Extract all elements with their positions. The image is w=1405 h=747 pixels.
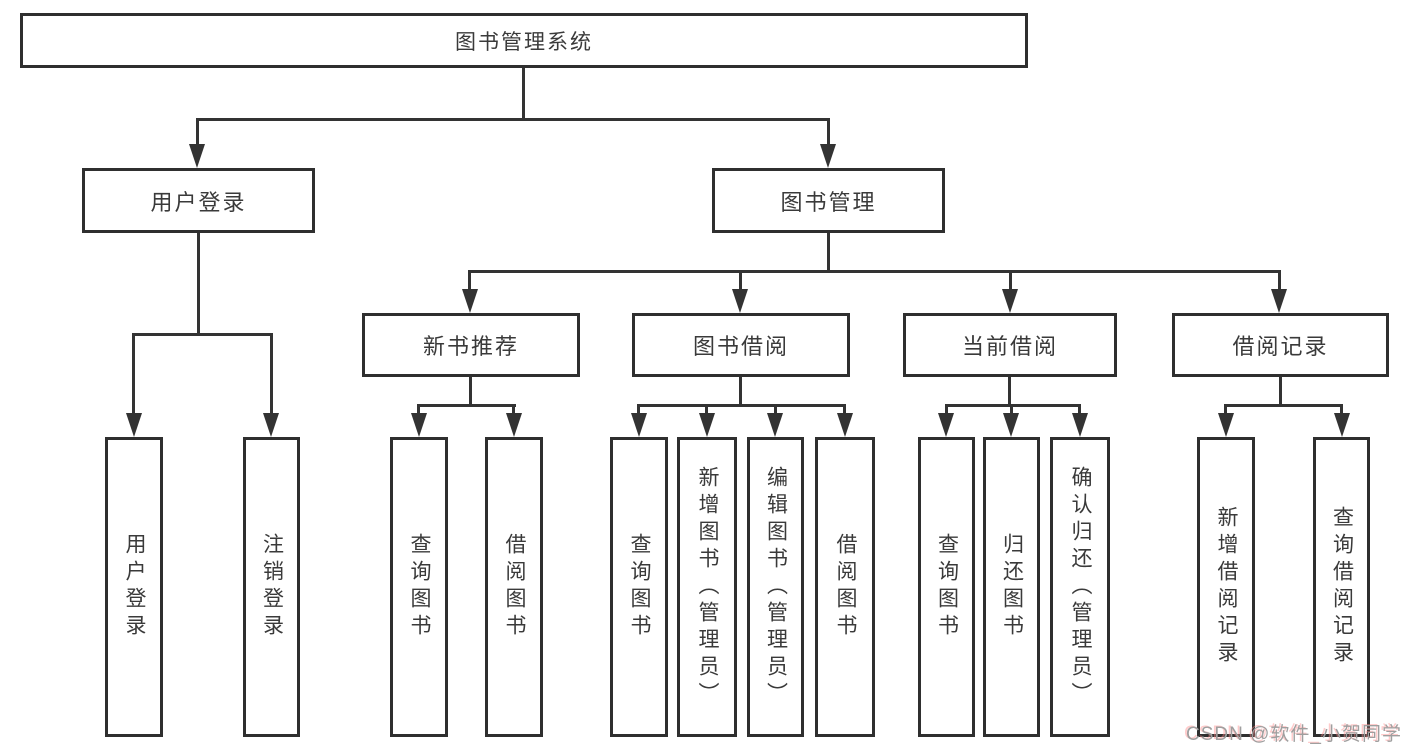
edge-line-horizontal [196, 118, 830, 121]
edge-line-vertical [1279, 377, 1282, 407]
edge-line-vertical [512, 404, 515, 416]
node-label: 当前借阅 [961, 334, 1058, 359]
leaf-add-borrow-record: 新增借阅记录 [1197, 437, 1255, 737]
edge-line-horizontal [945, 404, 1081, 407]
edge-line-vertical [827, 118, 830, 149]
node-book-borrowing: 图书借阅 [632, 313, 850, 377]
edge-line-vertical [417, 404, 420, 416]
edge-line-vertical [197, 233, 200, 336]
edge-line-vertical [1010, 404, 1013, 416]
node-current-borrowing: 当前借阅 [903, 313, 1117, 377]
edge-line-vertical [827, 233, 830, 273]
edge-line-horizontal [468, 270, 1281, 273]
edge-line-vertical [1008, 377, 1011, 407]
leaf-edit-book-admin: 编辑图书（管理员） [747, 437, 804, 737]
node-label: 归还图书 [1000, 533, 1024, 641]
edge-line-vertical [1224, 404, 1227, 416]
node-label: 图书管理系统 [455, 30, 593, 54]
node-label: 查询借阅记录 [1330, 506, 1354, 668]
arrowhead-down-icon [126, 413, 142, 437]
node-label: 查询图书 [628, 533, 652, 641]
arrowhead-down-icon [767, 413, 783, 437]
arrowhead-down-icon [837, 413, 853, 437]
edge-line-vertical [739, 270, 742, 292]
edge-line-vertical [1078, 404, 1081, 416]
leaf-query-book-current: 查询图书 [918, 437, 975, 737]
edge-line-vertical [132, 333, 135, 417]
node-library-management-system: 图书管理系统 [20, 13, 1028, 68]
leaf-return-book: 归还图书 [983, 437, 1040, 737]
edge-line-horizontal [132, 333, 273, 336]
edge-line-vertical [774, 404, 777, 416]
edge-line-vertical [705, 404, 708, 416]
node-book-management: 图书管理 [712, 168, 945, 233]
edge-line-vertical [270, 333, 273, 417]
arrowhead-down-icon [411, 413, 427, 437]
edge-line-vertical [196, 118, 199, 149]
leaf-user-login: 用户登录 [105, 437, 163, 737]
leaf-confirm-return-admin: 确认归还（管理员） [1050, 437, 1110, 737]
node-label: 用户登录 [150, 189, 247, 215]
edge-line-vertical [637, 404, 640, 416]
arrowhead-down-icon [1003, 413, 1019, 437]
edge-line-vertical [739, 377, 742, 407]
node-label: 查询图书 [408, 533, 432, 641]
edge-line-vertical [1278, 270, 1281, 292]
arrowhead-down-icon [820, 144, 836, 168]
node-label: 查询图书 [935, 533, 959, 641]
node-new-book-recommend: 新书推荐 [362, 313, 580, 377]
edge-line-horizontal [417, 404, 516, 407]
edge-line-vertical [945, 404, 948, 416]
edge-line-vertical [843, 404, 846, 416]
arrowhead-down-icon [1072, 413, 1088, 437]
edge-line-vertical [469, 377, 472, 407]
arrowhead-down-icon [1271, 289, 1287, 313]
arrowhead-down-icon [631, 413, 647, 437]
edge-line-horizontal [1224, 404, 1343, 407]
node-user-login: 用户登录 [82, 168, 315, 233]
node-label: 借阅图书 [834, 533, 858, 641]
leaf-query-book-recommend: 查询图书 [390, 437, 448, 737]
arrowhead-down-icon [1218, 413, 1234, 437]
node-label: 确认归还（管理员） [1069, 465, 1093, 709]
node-label: 新增图书（管理员） [696, 465, 720, 709]
node-label: 图书借阅 [692, 334, 789, 359]
leaf-borrow-book-recommend: 借阅图书 [485, 437, 543, 737]
leaf-logout: 注销登录 [243, 437, 300, 737]
arrowhead-down-icon [1334, 413, 1350, 437]
edge-line-vertical [468, 270, 471, 292]
node-borrowing-records: 借阅记录 [1172, 313, 1389, 377]
arrowhead-down-icon [462, 289, 478, 313]
edge-line-vertical [1009, 270, 1012, 292]
leaf-query-book-borrowing: 查询图书 [610, 437, 668, 737]
leaf-query-borrow-record: 查询借阅记录 [1313, 437, 1370, 737]
watermark: CSDN @软件_小贺同学 [1186, 724, 1402, 745]
node-label: 借阅记录 [1232, 334, 1329, 359]
arrowhead-down-icon [263, 413, 279, 437]
node-label: 图书管理 [780, 189, 877, 215]
node-label: 用户登录 [123, 533, 147, 641]
arrowhead-down-icon [189, 144, 205, 168]
arrowhead-down-icon [938, 413, 954, 437]
arrowhead-down-icon [1002, 289, 1018, 313]
edge-line-vertical [1340, 404, 1343, 416]
leaf-add-book-admin: 新增图书（管理员） [677, 437, 737, 737]
node-label: 新书推荐 [422, 334, 519, 359]
arrowhead-down-icon [699, 413, 715, 437]
node-label: 借阅图书 [503, 533, 527, 641]
arrowhead-down-icon [732, 289, 748, 313]
leaf-borrow-book: 借阅图书 [815, 437, 875, 737]
node-label: 新增借阅记录 [1215, 506, 1239, 668]
node-label: 编辑图书（管理员） [764, 465, 788, 709]
edge-line-vertical [522, 68, 525, 121]
edge-line-horizontal [637, 404, 846, 407]
node-label: 注销登录 [260, 533, 284, 641]
arrowhead-down-icon [506, 413, 522, 437]
